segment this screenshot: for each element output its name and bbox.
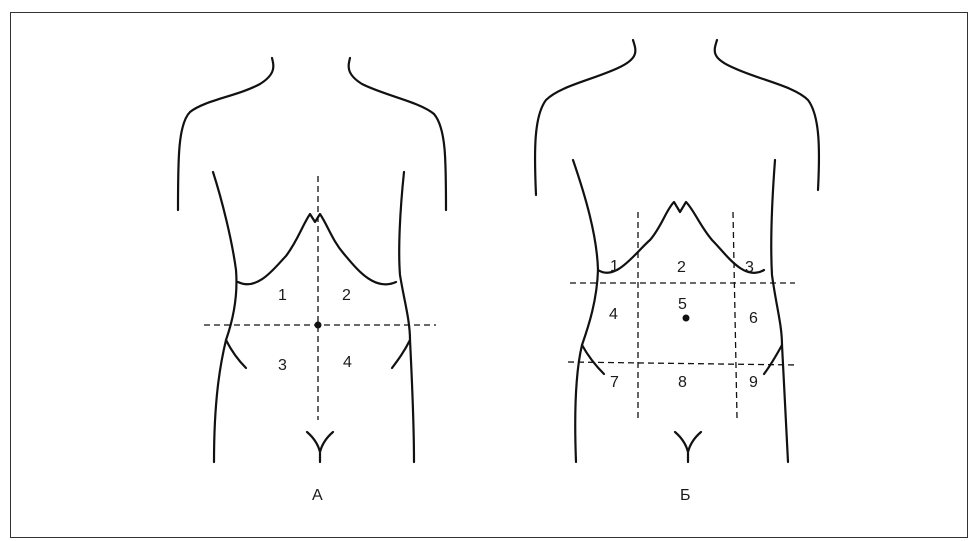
grid-b-lower-horizontal-line — [568, 362, 797, 365]
torso-b-groin — [675, 432, 701, 462]
torso-a-costal-margin — [238, 214, 396, 284]
torso-a-right-flank — [399, 172, 414, 462]
region-a-2: 2 — [342, 287, 351, 304]
region-b-3: 3 — [745, 259, 754, 276]
navel-b-dot — [683, 315, 690, 322]
region-a-3: 3 — [278, 357, 287, 374]
region-b-1: 1 — [610, 258, 619, 275]
region-b-9: 9 — [749, 374, 758, 391]
torso-a-right-shoulder — [349, 58, 446, 210]
torso-b-right-flank — [771, 160, 788, 462]
torso-b-left-iliac — [582, 345, 604, 374]
torso-b-right-iliac — [764, 345, 782, 374]
torso-b-left-shoulder — [535, 40, 635, 195]
caption-b: Б — [680, 487, 691, 504]
region-b-2: 2 — [677, 259, 686, 276]
region-b-8: 8 — [678, 374, 687, 391]
torso-a-left-flank — [213, 172, 236, 462]
torso-b — [535, 40, 819, 462]
torso-a — [178, 58, 446, 462]
regions-a: 1 2 3 4 — [278, 287, 352, 374]
torso-b-right-shoulder — [715, 40, 819, 190]
region-b-7: 7 — [610, 374, 619, 391]
caption-a: А — [312, 487, 323, 504]
torso-a-groin — [307, 432, 333, 462]
region-b-6: 6 — [749, 310, 758, 327]
grid-b-right-vertical-line — [733, 212, 737, 418]
region-a-1: 1 — [278, 287, 287, 304]
navel-a-dot — [315, 322, 322, 329]
torso-b-left-flank — [573, 160, 598, 462]
region-a-4: 4 — [343, 354, 352, 371]
region-b-4: 4 — [609, 306, 618, 323]
torso-a-left-iliac — [226, 340, 246, 368]
region-b-5: 5 — [678, 296, 687, 313]
torso-a-right-iliac — [392, 340, 410, 368]
torso-a-left-shoulder — [178, 58, 273, 210]
